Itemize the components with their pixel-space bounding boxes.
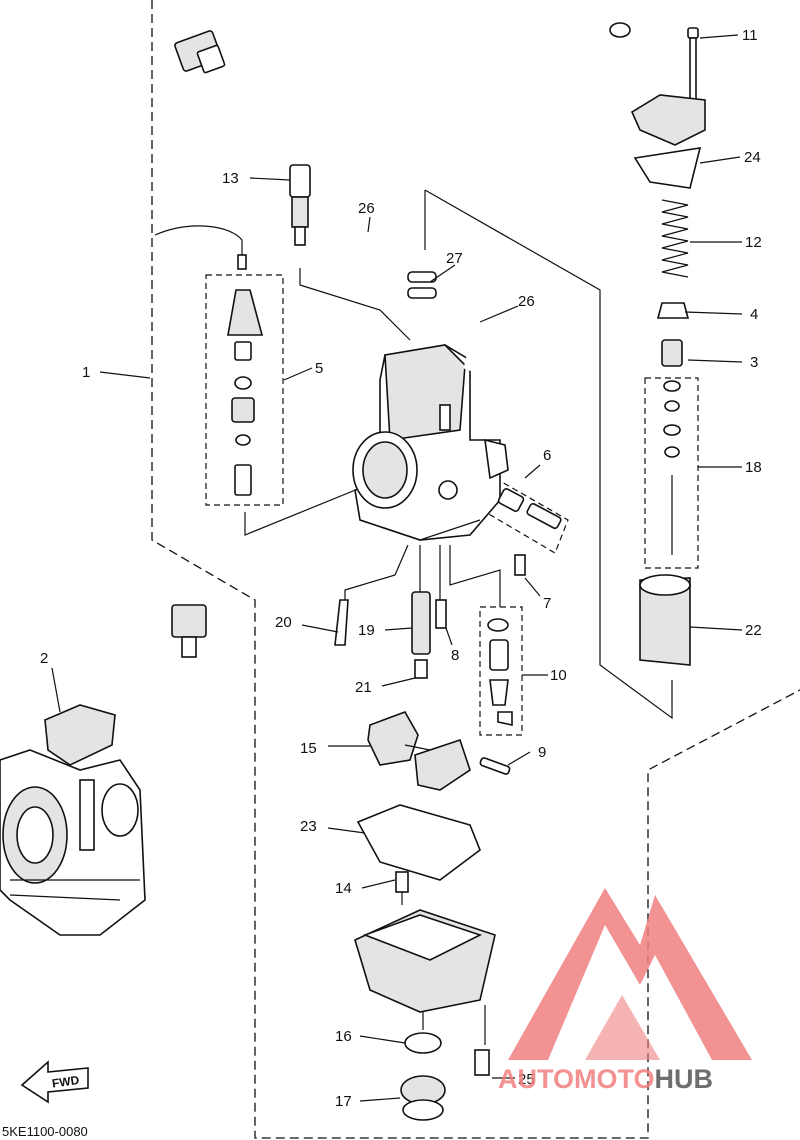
throttle-sensor-13: [174, 30, 311, 246]
callout-11: 11: [742, 27, 758, 44]
watermark-triangle-icon: [508, 888, 752, 1060]
callout-13: 13: [222, 170, 239, 187]
callout-21: 21: [355, 679, 372, 696]
forward-arrow-icon: FWD: [20, 1060, 89, 1104]
callout-26-upper: 26: [358, 200, 375, 217]
callout-15: 15: [300, 740, 317, 757]
watermark-logo: AUTOMOTOHUB: [498, 888, 752, 1094]
assembled-carburetor-2: [0, 604, 207, 936]
callout-24: 24: [744, 149, 761, 166]
callout-labels: 1 2 3 4 5 6 7 8 9 10 11 12 13 14 15 16 1…: [40, 27, 762, 1110]
callout-7: 7: [543, 595, 551, 612]
hoses-26-27: [351, 225, 477, 372]
jet-set-5: [154, 225, 264, 496]
diagram-code: 5KE1100-0080: [2, 1124, 88, 1139]
pilot-screw-6: [497, 488, 562, 530]
callout-9: 9: [538, 744, 546, 761]
callout-12: 12: [745, 234, 762, 251]
callout-26-lower: 26: [518, 293, 535, 310]
callout-1: 1: [82, 364, 90, 381]
callout-20: 20: [275, 614, 292, 631]
callout-27: 27: [446, 250, 463, 267]
callout-2: 2: [40, 650, 48, 667]
callout-19: 19: [358, 622, 375, 639]
callout-22: 22: [745, 622, 762, 639]
callout-leaders: [51, 34, 743, 1102]
float-bowl: [354, 804, 496, 1121]
callout-14: 14: [335, 880, 352, 897]
callout-17: 17: [335, 1093, 352, 1110]
slide-assembly: [609, 22, 706, 666]
callout-4: 4: [750, 306, 758, 323]
watermark-hub: HUB: [655, 1064, 714, 1094]
carburetor-body: [352, 344, 509, 541]
callout-25: 25: [518, 1071, 535, 1088]
callout-23: 23: [300, 818, 317, 835]
jets-and-float-parts: [334, 554, 526, 791]
callout-6: 6: [543, 447, 551, 464]
callout-18: 18: [745, 459, 762, 476]
callout-3: 3: [750, 354, 758, 371]
callout-8: 8: [451, 647, 459, 664]
watermark-moto: MOTO: [574, 1064, 655, 1094]
callout-5: 5: [315, 360, 323, 377]
callout-16: 16: [335, 1028, 352, 1045]
watermark-auto: AUTO: [498, 1064, 574, 1094]
callout-10: 10: [550, 667, 567, 684]
svg-text:AUTOMOTOHUB: AUTOMOTOHUB: [498, 1064, 713, 1094]
fwd-label: FWD: [51, 1073, 80, 1091]
